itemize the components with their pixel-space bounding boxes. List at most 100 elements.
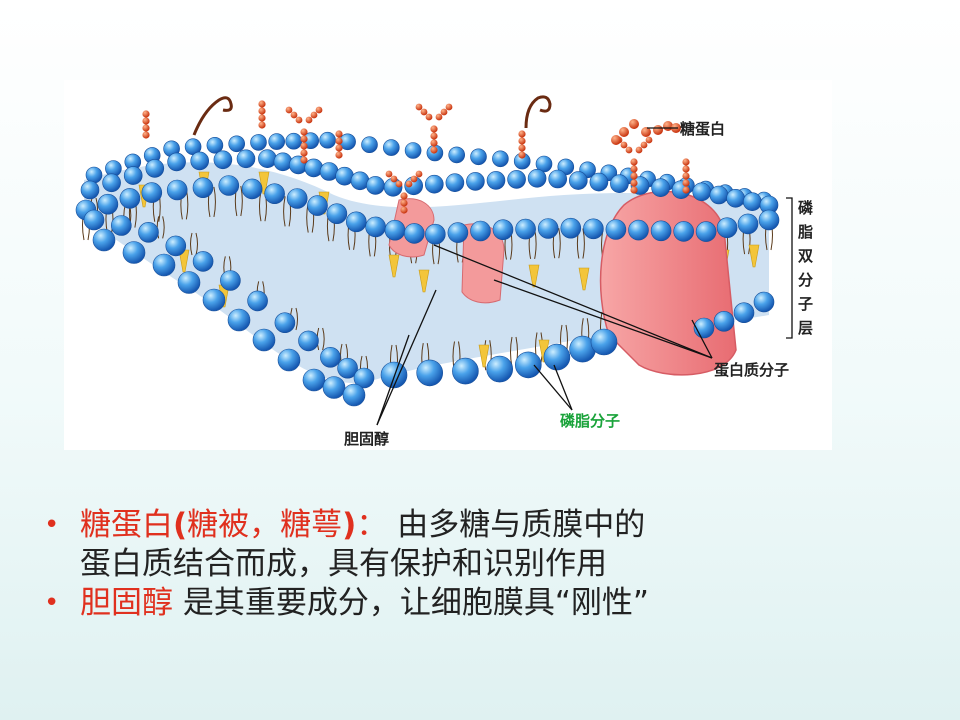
phospholipid-head — [214, 151, 232, 169]
label-protein: 蛋白质分子 — [714, 361, 789, 379]
glycan-bead — [441, 109, 448, 116]
glycan-chain — [142, 110, 149, 138]
glycan-bead — [436, 114, 443, 121]
phospholipid-head — [203, 289, 225, 311]
phospholipid-head — [714, 311, 734, 331]
phospholipid-head — [425, 224, 445, 244]
phospholipid-head — [493, 220, 513, 240]
glycan-bead — [300, 149, 307, 156]
glycan-bead — [335, 137, 342, 144]
phospholipid-head — [299, 331, 319, 351]
phospholipid-head — [103, 174, 121, 192]
bilayer-bracket — [786, 198, 792, 338]
label-cholesterol: 胆固醇 — [344, 430, 389, 448]
phospholipid-head — [120, 188, 140, 208]
label-phospholipid: 磷脂分子 — [560, 412, 620, 430]
phospholipid-head — [253, 329, 275, 351]
label-bilayer: 磷 脂 双 分 子 层 — [798, 199, 814, 337]
phospholipid-head — [303, 369, 325, 391]
phospholipid-head — [696, 222, 716, 242]
glycan-chain — [258, 100, 265, 128]
phospholipid-head — [471, 149, 487, 165]
phospholipid-head — [366, 217, 386, 237]
phospholipid-head — [178, 272, 200, 294]
phospholipid-head — [561, 218, 581, 238]
phospholipid-head — [487, 356, 513, 382]
phospholipid-head — [492, 151, 508, 167]
phospholipid-head — [549, 170, 567, 188]
phospholipid-head — [167, 180, 187, 200]
svg-text:层: 层 — [798, 319, 813, 337]
glycoprotein-desc-line2: 蛋白质结合而成，具有保护和识别作用 — [80, 546, 607, 582]
phospholipid-head — [743, 193, 761, 211]
phospholipid-head — [269, 134, 285, 150]
phospholipid-head — [193, 178, 213, 198]
glycan-bead — [518, 144, 525, 151]
phospholipid-head — [323, 377, 345, 399]
phospholipid-head — [286, 133, 302, 149]
phospholipid-head — [452, 358, 478, 384]
glycan-bead — [258, 121, 265, 128]
bullet-list: • 糖蛋白(糖被，糖萼)： 由多糖与质膜中的 蛋白质结合而成，具有保护和识别作用… — [44, 506, 944, 623]
phospholipid-head — [710, 186, 728, 204]
phospholipid-head — [583, 219, 603, 239]
glycan-bead — [335, 144, 342, 151]
phospholipid-head — [471, 221, 491, 241]
glycan-bead — [630, 158, 637, 165]
glycan-bead — [258, 107, 265, 114]
glycan-bead — [316, 107, 323, 114]
glycan-bead — [446, 104, 453, 111]
phospholipid-head — [674, 221, 694, 241]
glycan-bead — [142, 131, 149, 138]
phospholipid-head — [86, 167, 102, 183]
svg-text:分: 分 — [798, 271, 813, 289]
phospholipid-head — [139, 222, 159, 242]
phospholipid-head — [651, 221, 671, 241]
glycan-bead — [400, 192, 407, 199]
glycan-bead — [416, 104, 423, 111]
glycan-bead — [630, 172, 637, 179]
phospholipid-head — [544, 344, 570, 370]
glycan-bead — [626, 147, 633, 154]
phospholipid-head — [694, 318, 714, 338]
bullet-dot: • — [44, 584, 80, 623]
phospholipid-head — [142, 183, 162, 203]
phospholipid-head — [362, 137, 378, 153]
glycan-bead — [391, 176, 398, 183]
glycan-bead — [400, 199, 407, 206]
svg-text:磷: 磷 — [798, 199, 814, 217]
phospholipid-head — [248, 291, 268, 311]
phospholipid-head — [738, 214, 758, 234]
phospholipid-head — [693, 183, 711, 201]
phospholipid-head — [153, 254, 175, 276]
phospholipid-head — [405, 143, 421, 159]
glycan-bead — [411, 176, 418, 183]
phospholipid-head — [320, 347, 340, 367]
phospholipid-head — [449, 147, 465, 163]
phospholipid-head — [404, 223, 424, 243]
bullet-cholesterol: • 胆固醇 是其重要成分，让细胞膜具“刚性” — [44, 584, 944, 623]
phospholipid-head — [193, 251, 213, 271]
glycan-bead — [258, 100, 265, 107]
phospholipid-head — [652, 179, 670, 197]
phospholipid-head — [515, 352, 541, 378]
phospholipid-head — [425, 175, 443, 193]
glycan-bead — [682, 165, 689, 172]
glycan-bead — [630, 165, 637, 172]
glycan-bead — [630, 179, 637, 186]
glycan-bead — [682, 186, 689, 193]
glycan-bead — [430, 139, 437, 146]
glycan-bead — [400, 206, 407, 213]
term-cholesterol: 胆固醇 — [80, 585, 173, 621]
glycan-bead — [636, 147, 643, 154]
phospholipid-head — [754, 292, 774, 312]
phospholipid-head — [448, 223, 468, 243]
glycan-bead — [300, 135, 307, 142]
cholesterol-desc: 是其重要成分，让细胞膜具“刚性” — [173, 585, 649, 621]
phospholipid-head — [366, 176, 384, 194]
phospholipid-head — [629, 220, 649, 240]
glycan-bead — [682, 158, 689, 165]
glycan-bead — [653, 125, 663, 135]
phospholipid-head — [191, 152, 209, 170]
glycan-bead — [335, 130, 342, 137]
